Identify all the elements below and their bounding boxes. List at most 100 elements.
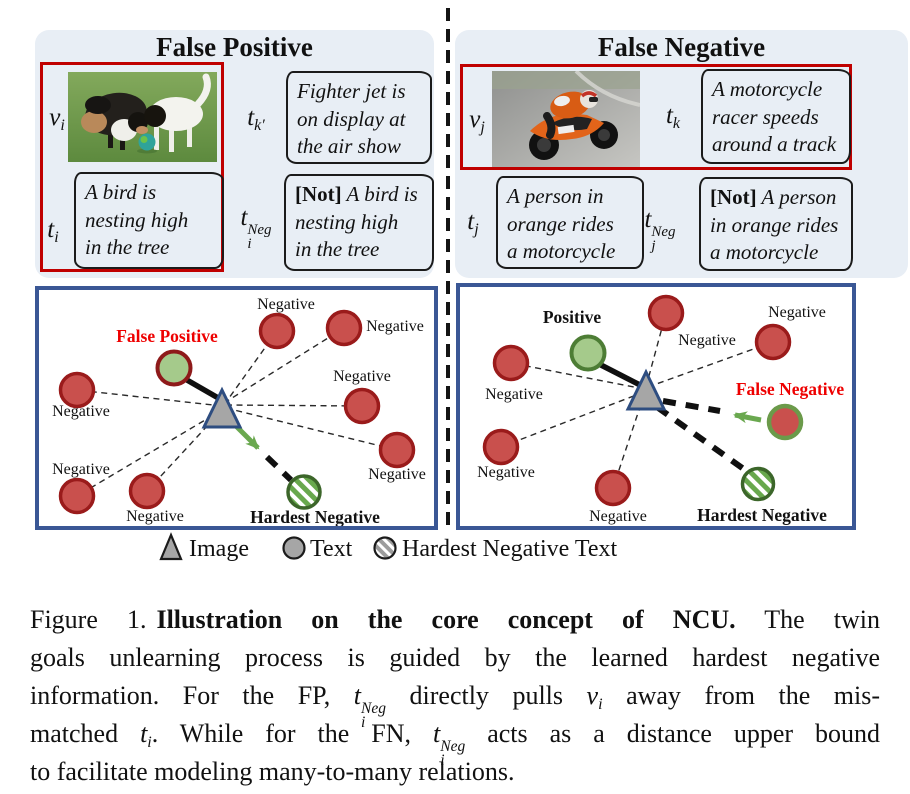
tj-neg-line-3: a motorcycle [710,240,819,264]
text-circle-icon [281,535,307,566]
tk-prime-label: tk′ [235,104,277,135]
tj-neg-base: t [644,206,652,233]
tk-label: tk [655,102,691,133]
fn-panel-title: False Negative [597,32,766,62]
negative-label: Negative [477,464,535,481]
tj-sub: j [474,221,479,238]
ti-neg-base: t [240,204,248,231]
tk-line-3: around a track [712,132,837,156]
fp-panel-title: False Positive [156,32,313,62]
ti-neg-sup: Neg [247,222,272,238]
fn-embedding-diagram: Positive Negative Negative Negative Nega… [456,283,856,530]
vi-sub: i [60,117,65,134]
fn-positive-label: Positive [543,307,602,327]
fn-positive-link [597,361,644,389]
image-triangle-icon [158,532,184,567]
tj-line-3: a motorcycle [507,239,616,263]
dog-photo [68,72,217,162]
tk-base: t [665,102,673,129]
ti-sub: i [54,229,59,246]
ti-base: t [47,216,55,243]
negative-label: Negative [485,386,543,403]
caption-bold-title: Illustration on the core concept of NCU. [156,605,736,634]
tj-neg-sup: Neg [651,224,676,240]
negative-label: Negative [678,332,736,349]
tj-line-1: A person in [507,184,604,208]
dashed-divider [446,8,450,532]
vi-label: vi [41,104,73,135]
ti-neg-rest: A bird is [341,182,418,206]
negative-label: Negative [52,403,110,420]
legend-text-label: Text [310,536,353,562]
tk-sub: k [672,115,681,132]
fn-false-negative-link [662,398,721,414]
fp-image-anchor-triangle [201,386,243,429]
tk-prime-base: t [247,104,255,131]
vj-label: vj [461,106,493,137]
tj-neg-rest: A person [756,185,837,209]
ti-line-2: nesting high [85,207,189,232]
negative-label: Negative [257,296,315,313]
ti-label: ti [35,216,71,247]
tk-line-1: A motorcycle [712,77,823,101]
false-negative-panel: False Negative vj [455,30,908,278]
tk-prime-line-3: the air show [297,134,401,158]
ti-neg-sketch-box: [Not] A bird is nesting high in the tree [284,174,434,271]
ti-line-1: A bird is [85,180,157,204]
tj-neg-line-2: in orange rides [710,212,839,237]
tj-neg-line-1: [Not] A person [710,184,845,212]
tk-prime-line-1: Fighter jet is [297,79,406,103]
ti-line-3: in the tree [85,235,170,259]
tj-neg-sub: j [651,237,656,254]
tk-prime-line-2: on display at [297,106,406,131]
negative-label: Negative [589,508,647,525]
tj-line-2: orange rides [507,211,614,236]
fp-push-arrow [233,423,260,450]
legend: Image Text Hardest Negative Text [0,532,910,568]
tj-neg-sketch-box: [Not] A person in orange rides a motorcy… [699,177,853,271]
fp-matched-pair-redbox [40,62,224,272]
not-tag: [Not] [295,182,342,206]
fn-pull-arrow [733,411,762,424]
fn-negative-nodes [482,294,792,507]
fn-false-negative-label: False Negative [736,379,845,399]
negative-label: Negative [366,318,424,335]
tk-prime-sketch-box: Fighter jet is on display at the air sho… [286,71,432,164]
fp-hardest-link [264,454,294,483]
negative-label: Negative [126,508,184,525]
figure-caption: Figure 1.Illustration on the core concep… [30,601,880,791]
caption-line-1: Figure 1.Illustration on the core concep… [30,605,880,634]
fp-false-positive-label: False Positive [116,326,218,346]
negative-label: Negative [333,368,391,385]
fn-positive-node [569,334,607,372]
vi-base: v [49,104,61,131]
fn-hardest-negative-node [740,466,776,502]
hardest-negative-circle-icon [372,535,398,566]
legend-hardest-label: Hardest Negative Text [402,536,618,562]
tk-line-2: racer speeds [712,104,819,129]
legend-image-label: Image [189,536,249,562]
negative-label: Negative [368,466,426,483]
tj-label: tj [457,208,489,239]
fp-embedding-diagram: False Positive Negative Negative Negativ… [35,286,438,530]
caption-line-2: goals unlearning process is guided by th… [30,643,880,672]
fp-hardest-negative-label: Hardest Negative [250,507,380,526]
tj-sketch-box: A person in orange rides a motorcycle [496,176,644,269]
negative-label: Negative [768,304,826,321]
fp-hardest-negative-node [286,474,322,510]
fn-hardest-negative-label: Hardest Negative [697,505,827,525]
motorcycle-photo [492,71,640,167]
caption-line-5: to facilitate modeling many-to-many rela… [30,757,515,786]
fn-hardest-link [655,404,747,473]
tk-prime-sub: k′ [254,117,265,134]
not-tag: [Not] [710,185,757,209]
ti-neg-line-3: in the tree [295,237,380,261]
vj-sub: j [480,119,485,136]
fn-false-negative-node [766,403,804,441]
tj-base: t [467,208,475,235]
